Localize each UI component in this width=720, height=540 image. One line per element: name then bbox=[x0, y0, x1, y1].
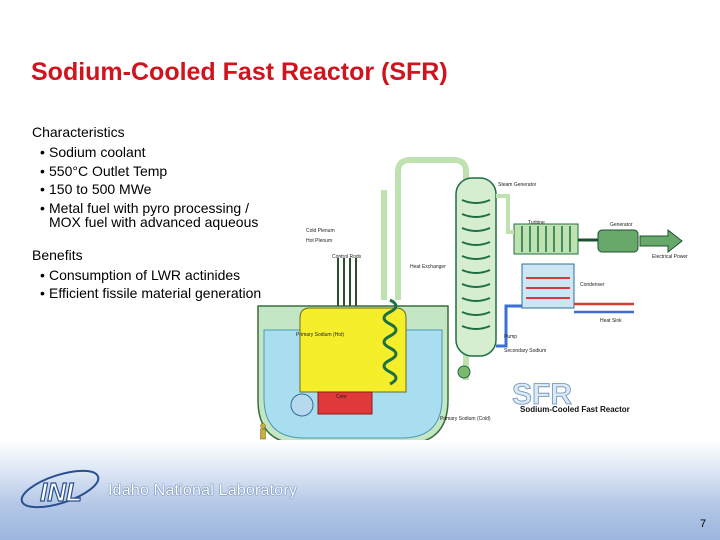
list-item: •Sodium coolant bbox=[32, 145, 272, 160]
bullet-text: Consumption of LWR actinides bbox=[49, 266, 241, 283]
secondary-pump-icon bbox=[457, 365, 471, 379]
primary-sodium-hot bbox=[299, 307, 407, 393]
bullet-icon: • bbox=[40, 285, 45, 301]
list-item: •Metal fuel with pyro processing / MOX f… bbox=[32, 199, 272, 230]
condenser-tubes bbox=[526, 277, 570, 299]
bullet-icon: • bbox=[40, 181, 45, 197]
bullet-icon: • bbox=[40, 162, 45, 179]
label-control-rods: Control Rods bbox=[332, 254, 362, 260]
bullet-text: Efficient fissile material generation bbox=[49, 285, 262, 301]
label-electrical-power: Electrical Power bbox=[652, 254, 688, 260]
generator bbox=[597, 229, 639, 253]
benefits-list: •Consumption of LWR actinides •Efficient… bbox=[32, 266, 272, 301]
label-primary-sodium-hot: Primary Sodium (Hot) bbox=[296, 332, 344, 338]
turbine-blades bbox=[521, 226, 571, 252]
page-number: 7 bbox=[700, 518, 707, 530]
label-turbine: Turbine bbox=[528, 220, 545, 226]
secondary-loop-pipe bbox=[395, 157, 469, 380]
slide-title: Sodium-Cooled Fast Reactor (SFR) bbox=[31, 58, 448, 86]
lab-name: Idaho National Laboratory bbox=[108, 482, 298, 499]
bullet-text: 550°C Outlet Temp bbox=[49, 162, 168, 179]
label-pump: Pump bbox=[504, 334, 517, 340]
bullet-icon: • bbox=[40, 199, 45, 216]
bullet-icon: • bbox=[40, 144, 45, 160]
label-heat-sink: Heat Sink bbox=[600, 318, 622, 324]
label-steam-generator: Steam Generator bbox=[498, 182, 537, 188]
bullet-icon: • bbox=[40, 266, 45, 283]
inl-logo: INL bbox=[20, 469, 100, 509]
list-item: •150 to 500 MWe bbox=[32, 182, 272, 197]
label-core: Core bbox=[336, 394, 347, 400]
list-item: •550°C Outlet Temp bbox=[32, 162, 272, 179]
logo-orbit-icon bbox=[20, 469, 100, 509]
characteristics-heading: Characteristics bbox=[32, 124, 125, 140]
steam-line bbox=[496, 194, 514, 234]
bullet-text: Metal fuel with pyro processing / MOX fu… bbox=[49, 199, 259, 230]
steam-generator-coils bbox=[461, 199, 491, 330]
label-heat-exchanger: Heat Exchanger bbox=[410, 264, 446, 270]
logo-mark: INL bbox=[40, 477, 82, 507]
bullet-text: 150 to 500 MWe bbox=[49, 181, 152, 197]
characteristics-list: •Sodium coolant •550°C Outlet Temp •150 … bbox=[32, 145, 272, 230]
person-scale-icon bbox=[260, 423, 266, 440]
label-secondary-sodium: Secondary Sodium bbox=[504, 348, 546, 354]
primary-pump-icon bbox=[290, 393, 314, 417]
sfr-logo-text: SFR bbox=[512, 378, 572, 411]
electrical-power-arrow bbox=[639, 228, 683, 254]
condenser bbox=[521, 263, 575, 309]
benefits-heading: Benefits bbox=[32, 246, 83, 263]
label-generator: Generator bbox=[610, 222, 633, 228]
intermediate-heat-exchanger bbox=[382, 298, 398, 386]
label-primary-sodium-cold: Primary Sodium (Cold) bbox=[440, 416, 491, 422]
slide-content: Characteristics •Sodium coolant •550°C O… bbox=[32, 124, 272, 301]
core bbox=[317, 391, 373, 415]
sfr-schematic: Steam Generator Turbine Generator Electr… bbox=[257, 157, 688, 445]
steam-generator bbox=[455, 177, 497, 357]
bullet-text: Sodium coolant bbox=[49, 144, 146, 160]
label-cold-plenum: Cold Plenum bbox=[306, 228, 335, 234]
sfr-caption: Sodium-Cooled Fast Reactor bbox=[520, 405, 630, 414]
label-condenser: Condenser bbox=[580, 282, 605, 288]
list-item: •Consumption of LWR actinides bbox=[32, 266, 272, 283]
label-hot-plenum: Hot Plenum bbox=[306, 238, 332, 244]
feedwater-line bbox=[496, 304, 522, 348]
footer-band bbox=[0, 440, 720, 540]
control-rods bbox=[337, 258, 357, 306]
list-item: •Efficient fissile material generation bbox=[32, 286, 272, 301]
